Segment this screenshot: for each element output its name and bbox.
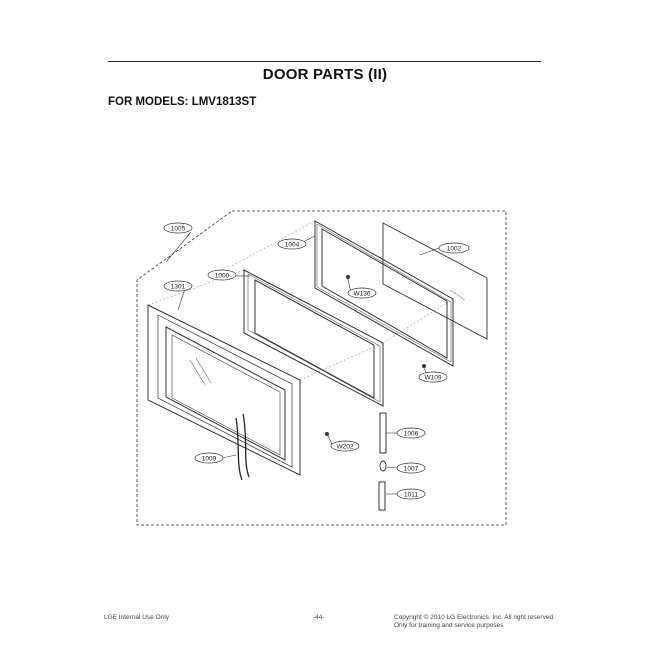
part-label-1006: 1006: [404, 430, 419, 437]
part-label-1007: 1007: [404, 465, 419, 472]
part-label-1009: 1009: [202, 455, 217, 462]
part-1011: [378, 481, 386, 511]
part-label-1002: 1002: [447, 245, 462, 252]
glass-panel: [382, 222, 488, 340]
part-label-1301: 1301: [171, 283, 186, 290]
models-label: FOR MODELS: LMV1813ST: [108, 96, 257, 108]
part-label-W109: W109: [425, 374, 442, 381]
page-title: DOOR PARTS (II): [262, 66, 388, 83]
part-label-1005: 1005: [171, 225, 186, 232]
door-1301: [147, 304, 301, 476]
footer-internal-use: LGE Internal Use Only: [104, 614, 170, 621]
page-number: -44-: [313, 614, 325, 621]
part-label-W202: W202: [337, 443, 354, 450]
part-1007: [379, 460, 387, 472]
frame-1004: [314, 220, 454, 367]
part-label-1000: 1000: [215, 272, 230, 279]
part-label-W136: W136: [354, 290, 371, 297]
frame-1000: [243, 269, 384, 407]
part-1006: [379, 412, 387, 454]
assembly-outline: [136, 210, 507, 526]
part-label-1011: 1011: [404, 491, 418, 498]
training-notice-line: Only for training and service purposes: [394, 622, 504, 629]
part-label-1004: 1004: [285, 241, 300, 248]
top-rule: [108, 61, 541, 62]
door-handle: [235, 413, 250, 481]
copyright-line: Copyright © 2010 LG Electronics. Inc. Al…: [394, 614, 555, 621]
footer-copyright: Copyright © 2010 LG Electronics. Inc. Al…: [394, 614, 555, 630]
